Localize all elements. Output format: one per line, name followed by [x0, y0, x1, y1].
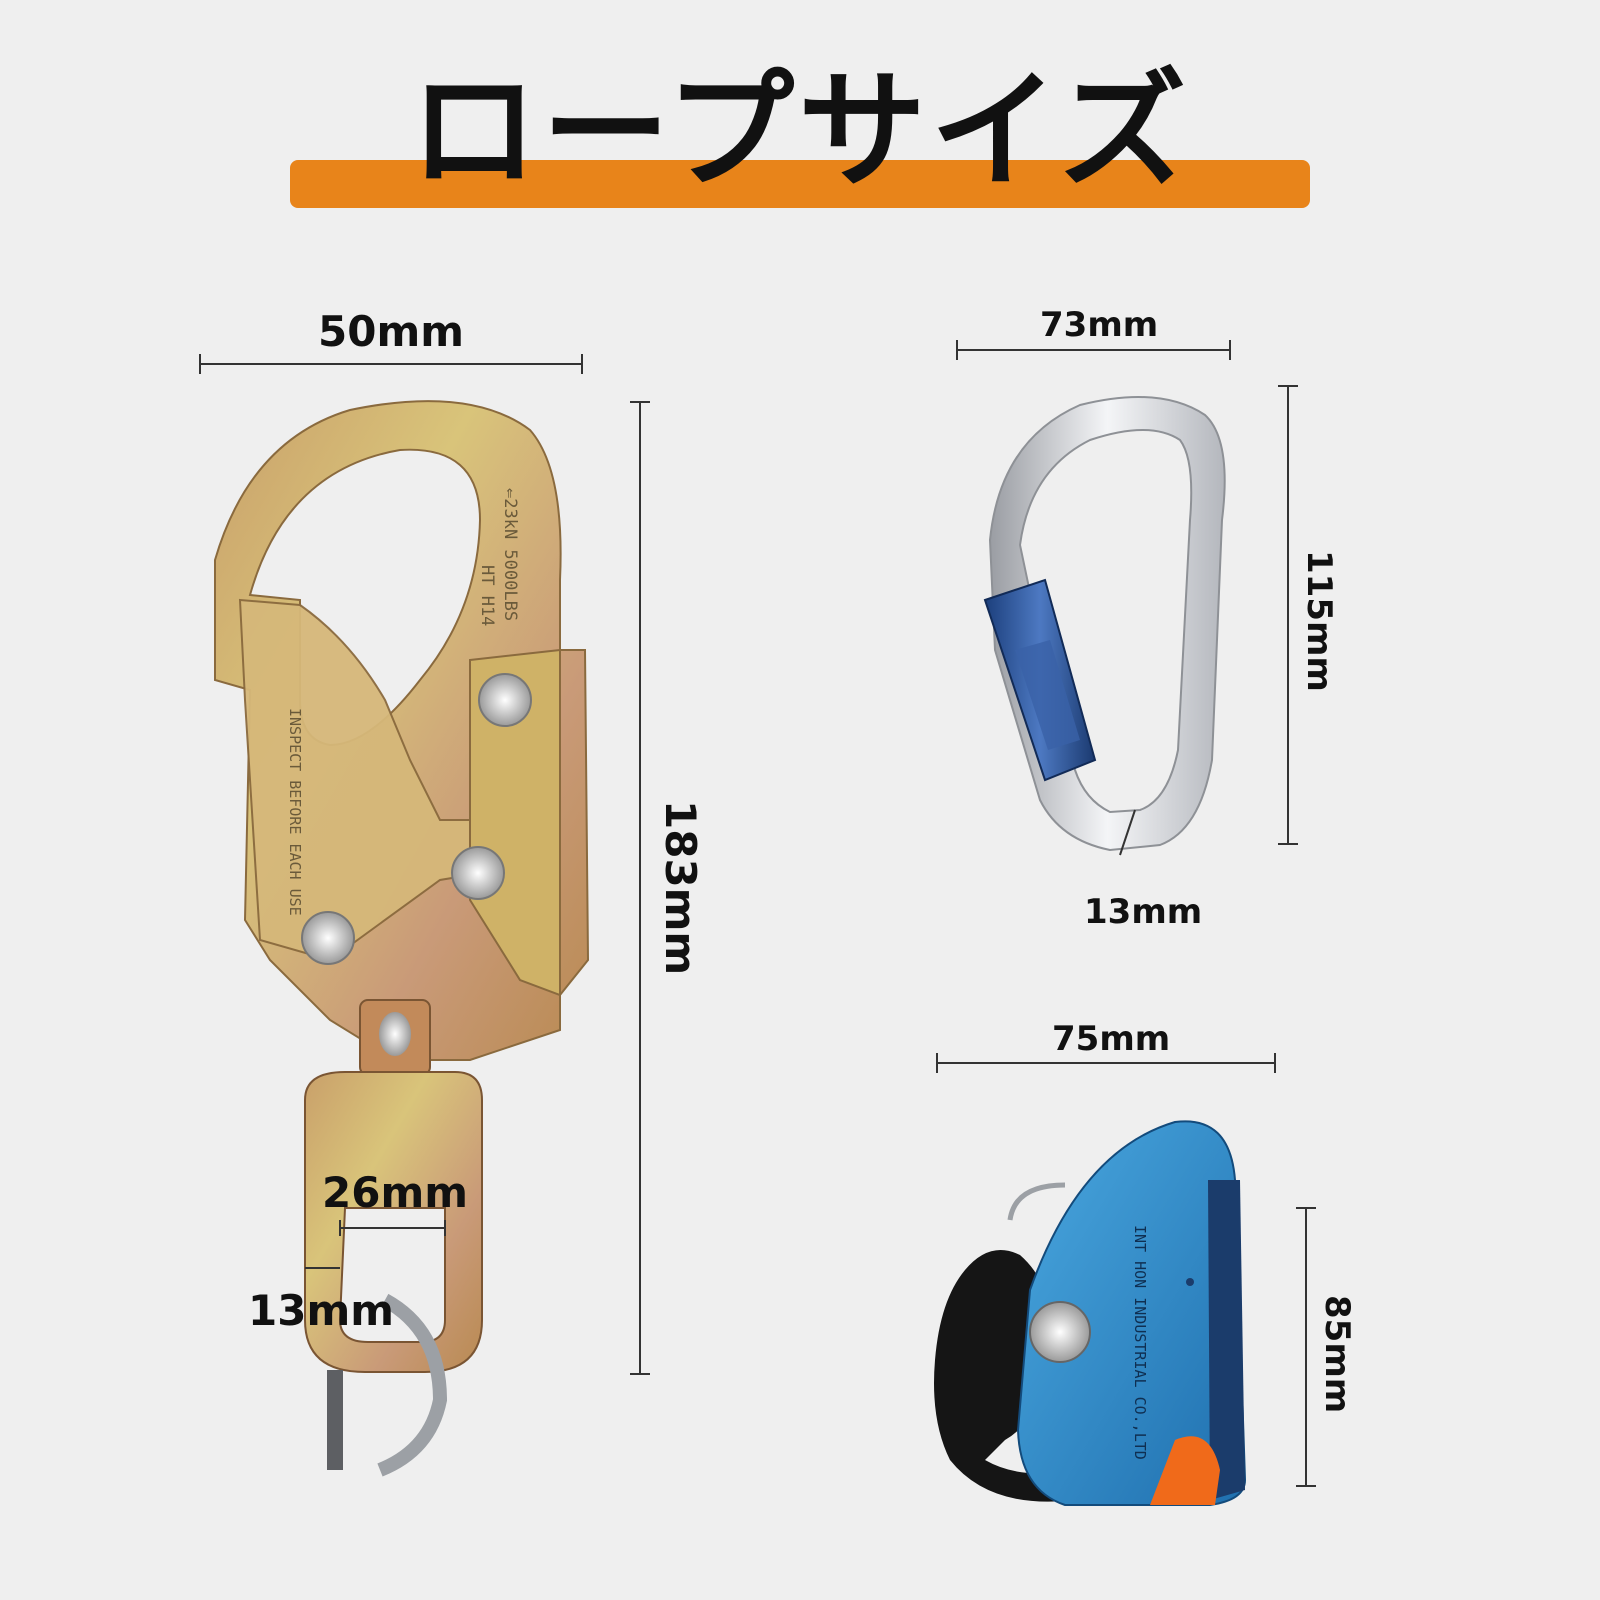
rope-grab-height-label: 85mm	[1317, 1295, 1357, 1414]
carabiner-width-line	[956, 340, 1231, 360]
snap-hook-width-line	[199, 354, 583, 374]
rope-grab-height-line	[1296, 1207, 1316, 1487]
carabiner-bar-thickness-label: 13mm	[1084, 892, 1203, 932]
page-title: ロープサイズ	[409, 57, 1191, 206]
carabiner-width-label: 73mm	[1040, 305, 1159, 345]
rope-grab-engraving: INT HON INDUSTRIAL CO.,LTD	[1131, 1225, 1149, 1460]
snap-hook-engraving-2: HT H14	[477, 565, 497, 626]
snap-hook: ⇐23kN 5000LBS HT H14 INSPECT BEFORE EACH…	[214, 400, 590, 1477]
carabiner-height-line	[1278, 385, 1298, 845]
rope-grab: INT HON INDUSTRIAL CO.,LTD	[934, 1120, 1247, 1506]
swivel-width-label: 26mm	[322, 1168, 468, 1217]
snap-hook-engraving-1: ⇐23kN 5000LBS	[500, 488, 520, 621]
swivel-thickness-label: 13mm	[248, 1286, 394, 1335]
rope-grab-width-label: 75mm	[1052, 1019, 1171, 1059]
snap-hook-height-label: 183mm	[656, 800, 705, 976]
title-accent-bar	[290, 160, 1310, 208]
carabiner-height-label: 115mm	[1299, 550, 1339, 692]
snap-hook-height-line	[630, 401, 650, 1375]
snap-hook-engraving-3: INSPECT BEFORE EACH USE	[286, 708, 304, 916]
swivel-width-line	[339, 1220, 446, 1236]
snap-hook-width-label: 50mm	[318, 307, 464, 356]
rope-grab-width-line	[936, 1053, 1276, 1073]
carabiner	[983, 396, 1226, 856]
